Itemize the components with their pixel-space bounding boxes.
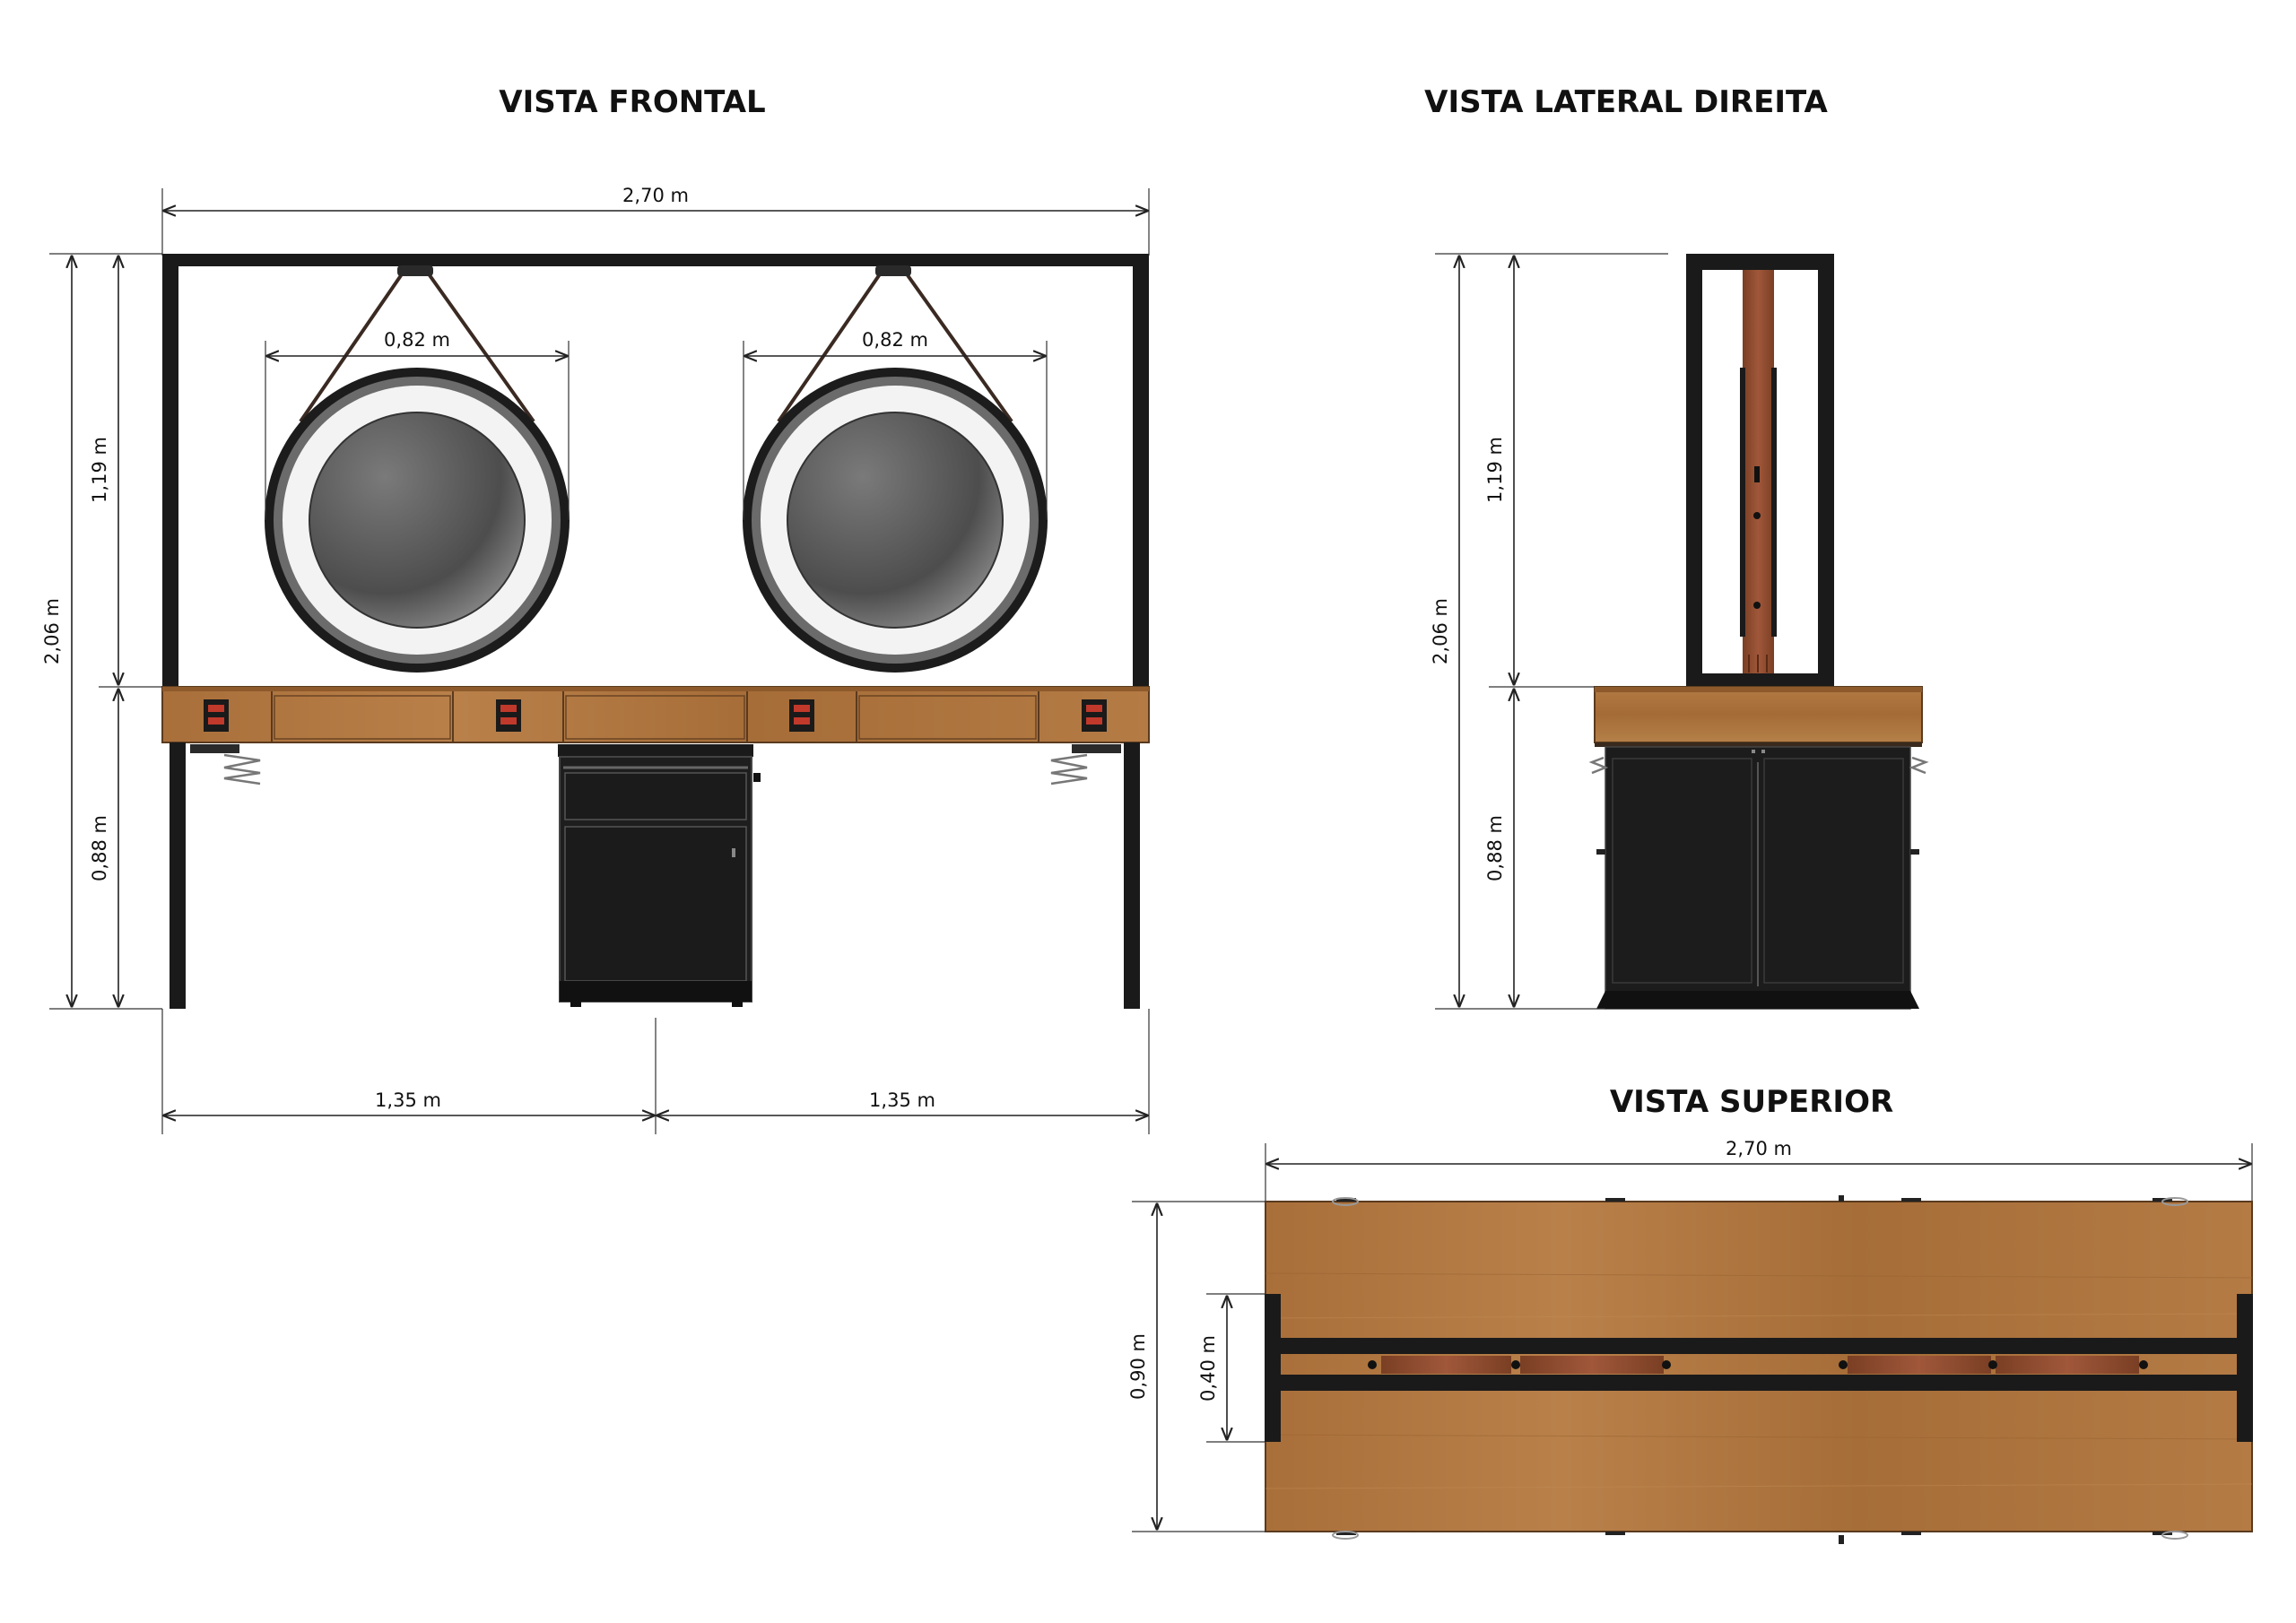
top-view: VISTA SUPERIOR 2,70 m <box>1127 1084 2253 1544</box>
front-dryer-holder-right <box>1050 744 1121 785</box>
front-upper-height-label: 1,19 m <box>89 437 110 503</box>
side-lower-height-label: 0,88 m <box>1484 815 1506 881</box>
side-dryer-holders <box>1588 756 1929 855</box>
front-view-title: VISTA FRONTAL <box>499 84 765 120</box>
front-half-right-label: 1,35 m <box>869 1089 935 1111</box>
front-mirror-right <box>743 265 1048 673</box>
front-dryer-holder-left <box>190 744 261 785</box>
top-frame <box>1265 1294 2253 1442</box>
side-view: VISTA LATERAL DIREITA <box>1424 84 1929 1010</box>
front-mirror-right-label: 0,82 m <box>862 329 928 351</box>
side-upper-height-label: 1,19 m <box>1484 437 1506 503</box>
front-mirror-left-label: 0,82 m <box>384 329 450 351</box>
front-lower-height-label: 0,88 m <box>89 815 110 881</box>
side-cabinet <box>1596 746 1919 1010</box>
front-leg-right <box>1124 742 1140 1009</box>
top-depth-label: 0,90 m <box>1127 1333 1149 1400</box>
front-countertop <box>161 686 1150 743</box>
front-socket-1 <box>204 699 229 732</box>
front-frame-right-post <box>1133 254 1149 689</box>
top-edge-fittings <box>1332 1195 2188 1544</box>
front-cabinet <box>558 744 761 1007</box>
side-frame <box>1686 254 1834 689</box>
top-width-label: 2,70 m <box>1726 1138 1792 1159</box>
front-socket-3 <box>789 699 814 732</box>
front-width-label: 2,70 m <box>622 185 689 206</box>
front-leg-left <box>170 742 186 1009</box>
side-total-height-label: 2,06 m <box>1430 598 1451 664</box>
front-socket-4 <box>1082 699 1107 732</box>
front-view: VISTA FRONTAL 2,70 m 0,82 m <box>41 84 1150 1134</box>
front-frame-top-bar <box>162 254 1149 266</box>
front-mirror-left <box>265 265 570 673</box>
side-view-title: VISTA LATERAL DIREITA <box>1424 84 1828 120</box>
top-view-title: VISTA SUPERIOR <box>1610 1084 1893 1120</box>
front-frame-left-post <box>162 254 178 689</box>
top-frame-depth-label: 0,40 m <box>1197 1335 1219 1402</box>
front-half-left-label: 1,35 m <box>375 1089 441 1111</box>
front-total-height-label: 2,06 m <box>41 598 63 664</box>
side-countertop <box>1594 686 1923 747</box>
front-socket-2 <box>496 699 521 732</box>
